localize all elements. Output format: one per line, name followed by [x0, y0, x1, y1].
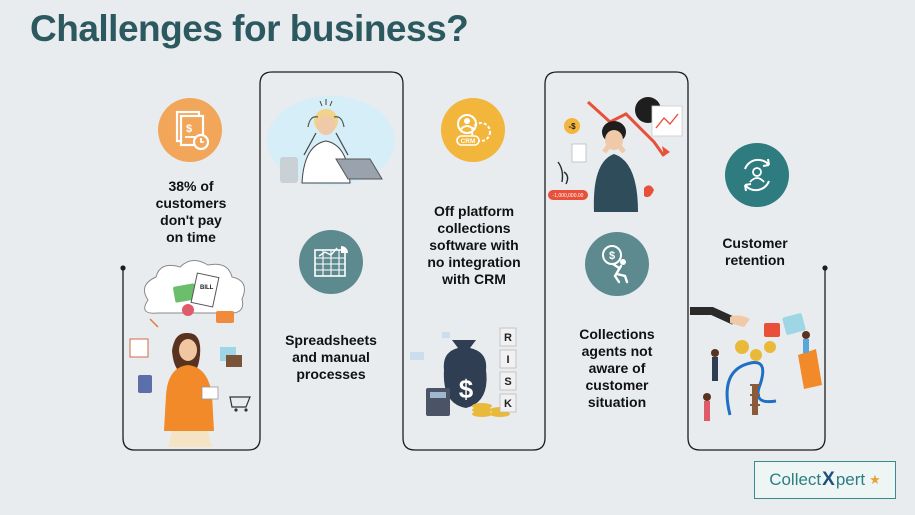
svg-text:K: K — [504, 398, 512, 410]
money-risk-illustration: $ R I S K — [406, 322, 540, 422]
stressed-worker-illustration — [266, 95, 396, 187]
svg-text:BILL: BILL — [200, 285, 214, 291]
user-cycle-icon — [725, 143, 789, 207]
customer-retention-illustration — [690, 305, 824, 435]
challenge-label-off-platform: Off platform collections software with n… — [427, 203, 521, 287]
invoice-clock-icon: $ — [158, 98, 222, 162]
svg-text:S: S — [504, 376, 511, 388]
svg-text:CRM: CRM — [461, 138, 476, 145]
svg-text:-$: -$ — [568, 122, 576, 131]
svg-text:$: $ — [609, 250, 615, 262]
page-title: Challenges for business? — [30, 8, 469, 49]
crm-gear-icon: CRM — [441, 98, 505, 162]
burdened-person-icon: $ — [585, 232, 649, 296]
running-figure-icon: ★ — [869, 472, 881, 487]
financial-loss-man-illustration: -$ -1,000,000.00 — [548, 92, 688, 214]
challenge-label-agents-unaware: Collections agents not aware of customer… — [579, 326, 655, 410]
svg-text:$: $ — [459, 374, 474, 404]
svg-text:I: I — [506, 354, 509, 366]
svg-text:-1,000,000.00: -1,000,000.00 — [553, 193, 584, 199]
challenge-label-retention: Customer retention — [722, 235, 788, 268]
worried-woman-bills-illustration: BILL — [128, 255, 258, 447]
challenge-label-late-payments: 38% of customers don't pay on time — [155, 178, 227, 245]
spreadsheet-icon — [299, 230, 363, 294]
svg-text:$: $ — [186, 123, 192, 135]
svg-text:R: R — [504, 332, 512, 344]
challenge-label-spreadsheets: Spreadsheets and manual processes — [285, 332, 377, 382]
